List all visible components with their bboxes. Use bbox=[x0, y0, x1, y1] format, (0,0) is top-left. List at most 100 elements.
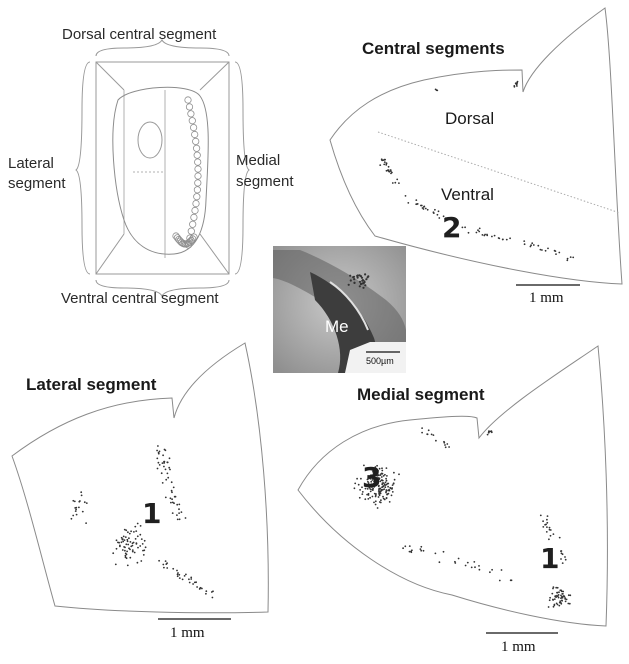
medial-cell-dot bbox=[380, 476, 383, 478]
schematic-bead bbox=[193, 151, 201, 159]
central-cell-dot bbox=[424, 207, 427, 210]
medial-cell-dot bbox=[546, 526, 548, 528]
schematic-bead bbox=[189, 235, 197, 243]
schematic-beads bbox=[172, 96, 202, 249]
medial-cell-dot bbox=[366, 488, 369, 490]
lateral-cell-dot bbox=[80, 494, 83, 497]
lateral-cell-dot bbox=[131, 549, 134, 551]
lateral-cell-dot bbox=[139, 545, 142, 547]
lateral-cell-dot bbox=[170, 481, 173, 484]
central-cell-dot bbox=[437, 210, 440, 213]
medial-cell-dot bbox=[385, 467, 388, 469]
medial-cell-dot bbox=[383, 498, 386, 501]
lateral-cell-dot bbox=[124, 536, 127, 538]
medial-cell-dot bbox=[361, 493, 364, 495]
medial-cell-dot bbox=[558, 604, 561, 607]
medial-cell-dot bbox=[381, 486, 383, 489]
lateral-panel-title: Lateral segment bbox=[26, 375, 157, 394]
medial-cell-dot bbox=[478, 565, 480, 567]
medial-cell-dot bbox=[373, 501, 375, 504]
medial-cell-dot bbox=[443, 441, 446, 444]
medial-cell-dot bbox=[379, 474, 382, 476]
lateral-cell-dot bbox=[124, 552, 127, 555]
lateral-cell-dot bbox=[126, 550, 128, 553]
medial-cell-dot bbox=[556, 594, 558, 597]
lateral-cell-dot bbox=[178, 508, 180, 511]
medial-cell-dot bbox=[548, 526, 551, 529]
medial-cell-dot bbox=[562, 590, 565, 593]
medial-cell-dot bbox=[558, 601, 561, 604]
medial-cell-dot bbox=[387, 482, 390, 485]
medial-cell-dot bbox=[555, 586, 558, 589]
medial-cell-dot bbox=[421, 431, 423, 434]
lateral-cell-dot bbox=[128, 532, 131, 535]
medial-cell-dot bbox=[384, 486, 387, 489]
medial-cell-dot bbox=[377, 496, 380, 498]
medial-cell-dot bbox=[473, 561, 476, 563]
central-panel bbox=[329, 7, 623, 286]
medial-cell-dot bbox=[564, 600, 567, 603]
lateral-cell-dot bbox=[176, 569, 178, 572]
medial-cell-dot bbox=[446, 443, 449, 445]
medial-cell-dot bbox=[553, 604, 556, 607]
central-cell-dot bbox=[436, 89, 439, 92]
lateral-outline bbox=[11, 342, 269, 614]
medial-cell-dot bbox=[388, 488, 390, 491]
lateral-cell-dot bbox=[117, 541, 119, 544]
medial-cell-dot bbox=[386, 493, 388, 496]
lateral-cell-dot bbox=[170, 501, 172, 504]
central-cell-dot bbox=[530, 244, 532, 247]
lateral-cell-dot bbox=[74, 510, 77, 512]
lateral-cell-dot bbox=[137, 546, 139, 549]
lateral-cell-dot bbox=[172, 567, 175, 570]
schematic-bead bbox=[191, 130, 199, 139]
medial-cell-dot bbox=[381, 479, 383, 482]
medial-cell-dot bbox=[565, 598, 568, 601]
central-cell-dot bbox=[432, 211, 435, 214]
medial-cell-dot bbox=[378, 501, 381, 503]
central-cell-dot bbox=[396, 178, 399, 181]
medial-cell-dot bbox=[474, 566, 476, 569]
central-cell-dot bbox=[523, 243, 526, 246]
inset-cell-dot bbox=[364, 284, 367, 287]
lateral-cell-dot bbox=[178, 573, 181, 576]
schematic-bead bbox=[194, 165, 202, 173]
schematic-diagram bbox=[75, 38, 250, 298]
medial-cell-dot bbox=[367, 480, 369, 483]
lateral-cell-dot bbox=[129, 541, 132, 543]
medial-cell-dot bbox=[370, 476, 373, 478]
medial-cell-dot bbox=[371, 495, 374, 498]
lateral-cell-dot bbox=[163, 460, 166, 463]
schematic-outline bbox=[112, 86, 209, 255]
medial-outline bbox=[297, 345, 608, 627]
medial-cell-dot bbox=[366, 493, 368, 496]
central-cell-dot bbox=[498, 237, 501, 240]
central-cell-dot bbox=[569, 256, 572, 258]
lateral-cell-dot bbox=[83, 501, 86, 504]
lateral-cell-dot bbox=[129, 548, 131, 551]
medial-cell-dot bbox=[552, 533, 555, 535]
schematic-bead bbox=[190, 233, 198, 241]
lateral-cell-dot bbox=[157, 461, 160, 464]
medial-dots bbox=[353, 427, 572, 608]
medial-cell-dot bbox=[369, 488, 372, 490]
medial-cell-dot bbox=[372, 470, 374, 473]
central-cell-dot bbox=[387, 169, 390, 172]
medial-cell-dot bbox=[384, 481, 387, 484]
medial-cell-dot bbox=[402, 547, 404, 550]
central-cell-dot bbox=[547, 247, 549, 250]
central-cell-dot bbox=[509, 237, 511, 240]
central-cell-dot bbox=[421, 207, 424, 209]
medial-cell-dot bbox=[438, 561, 441, 564]
medial-cell-dot bbox=[359, 489, 361, 491]
lateral-cell-dot bbox=[196, 586, 199, 588]
central-cell-dot bbox=[438, 217, 441, 219]
medial-cell-dot bbox=[560, 558, 562, 560]
lateral-cell-dot bbox=[176, 514, 178, 516]
lateral-cell-dot bbox=[122, 535, 125, 538]
medial-cell-dot bbox=[361, 491, 364, 493]
medial-cell-dot bbox=[374, 500, 377, 503]
schematic-bead bbox=[184, 96, 192, 104]
lateral-cell-dot bbox=[141, 543, 144, 545]
lateral-cell-dot bbox=[183, 575, 186, 577]
